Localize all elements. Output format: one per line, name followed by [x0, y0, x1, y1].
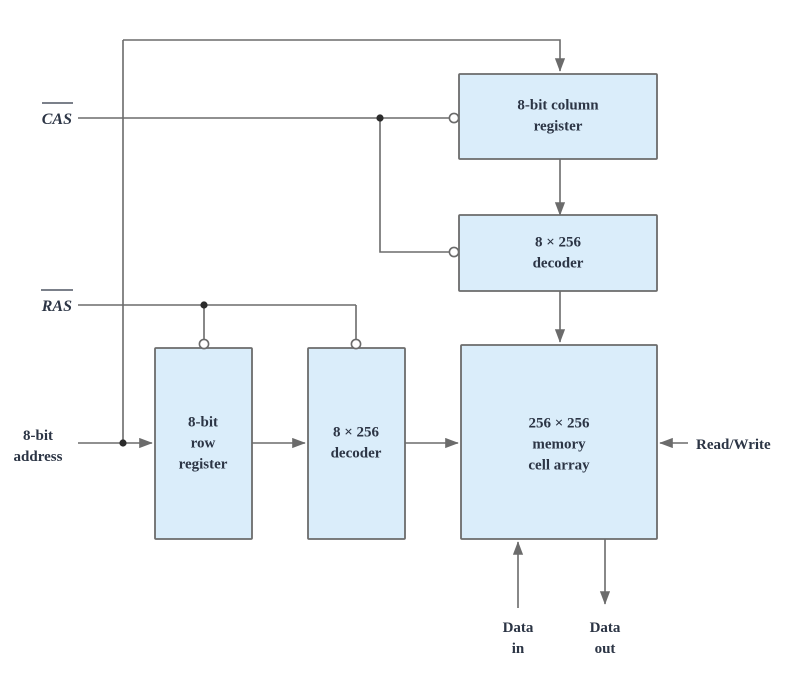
- block-column-decoder[interactable]: [458, 214, 658, 292]
- block-column-register-line1: 8-bit column: [517, 97, 599, 113]
- block-row-decoder-line2: decoder: [331, 445, 382, 461]
- wire-cas-to-column-decoder: [379, 118, 452, 253]
- junction-dot-address: [119, 439, 127, 447]
- junction-layer: [119, 114, 384, 447]
- inversion-bubble-row-decoder: [350, 338, 362, 350]
- block-row-register-line2: row: [191, 435, 216, 451]
- block-row-decoder[interactable]: [307, 347, 406, 540]
- wire-address-to-column-register: [123, 39, 566, 72]
- block-memory-array-line2: memory: [532, 436, 586, 452]
- signal-label-cas: CAS: [42, 111, 72, 128]
- port-label-data-in-line2: in: [512, 641, 525, 657]
- block-memory-array-line3: cell array: [528, 457, 590, 473]
- port-label-data-out-line1: Data: [590, 620, 621, 636]
- block-row-register-line3: register: [179, 456, 228, 472]
- junction-dot-ras: [200, 301, 208, 309]
- bubble-layer: [198, 112, 460, 350]
- port-label-read-write: Read/Write: [696, 437, 771, 453]
- block-row-decoder-line1: 8 × 256: [333, 424, 380, 440]
- inversion-bubble-row-register: [198, 338, 210, 350]
- port-label-address-line2: address: [14, 449, 63, 465]
- signal-label-layer: CAS RAS: [41, 102, 73, 315]
- junction-dot-cas: [376, 114, 384, 122]
- signal-label-ras: RAS: [41, 298, 72, 315]
- port-label-data-out-line2: out: [595, 641, 616, 657]
- block-row-register-line1: 8-bit: [188, 414, 218, 430]
- block-column-register-line2: register: [534, 118, 583, 134]
- inversion-bubble-column-decoder: [448, 246, 460, 258]
- block-column-decoder-line2: decoder: [533, 255, 584, 271]
- block-column-register[interactable]: [458, 73, 658, 160]
- block-memory-cell-array[interactable]: [460, 344, 658, 540]
- block-layer: 8-bit column register 8 × 256 decoder 8-…: [154, 73, 658, 540]
- port-label-data-in-line1: Data: [503, 620, 534, 636]
- inversion-bubble-column-register: [448, 112, 460, 124]
- block-column-decoder-line1: 8 × 256: [535, 234, 582, 250]
- port-label-address-line1: 8-bit: [23, 428, 53, 444]
- block-memory-array-line1: 256 × 256: [528, 415, 590, 431]
- port-label-layer: 8-bit address Read/Write Data in Data ou…: [14, 428, 772, 657]
- wire-layer: [78, 39, 688, 608]
